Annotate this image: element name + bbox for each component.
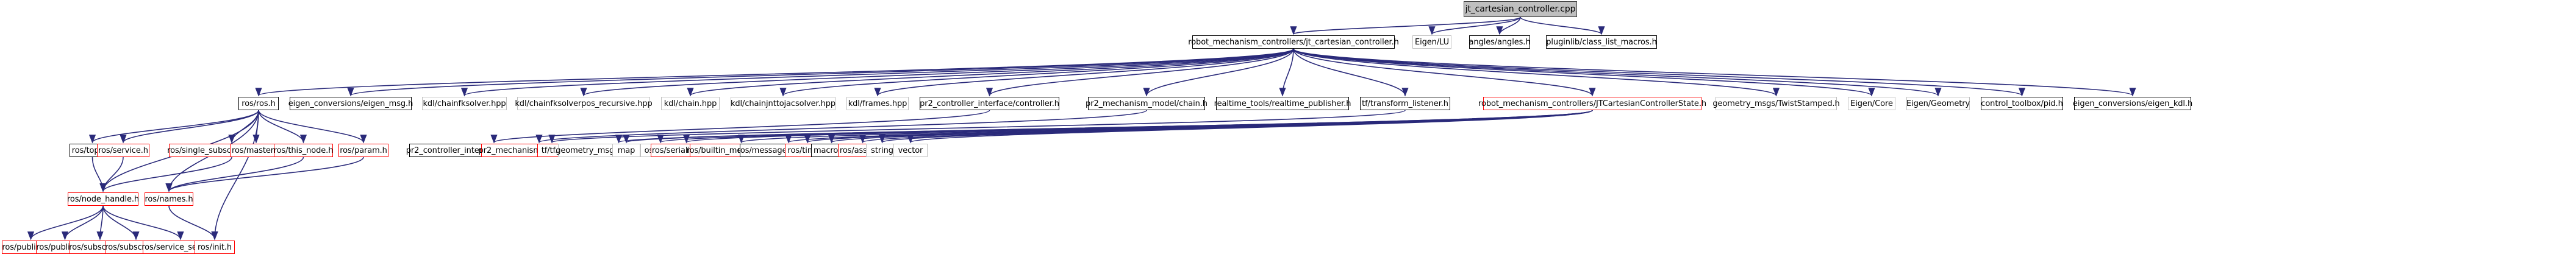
graph-edge <box>623 110 1593 144</box>
graph-node-eigen-conversions-eigen-kdl-h[interactable]: eigen_conversions/eigen_kdl.h <box>2073 97 2192 110</box>
graph-edge <box>252 110 260 144</box>
graph-edge <box>828 110 1593 144</box>
graph-edge <box>27 205 104 241</box>
graph-edge <box>258 110 307 144</box>
graph-node-kdl-chainfksolverpos-recursive-hpp[interactable]: kdl/chainfksolverpos_recursive.hpp <box>515 97 653 110</box>
graph-edge <box>738 110 1593 144</box>
graph-edge <box>99 156 124 192</box>
graph-node-vector[interactable]: vector <box>893 144 928 157</box>
graph-node-eigen-conversions-eigen-msg-h[interactable]: eigen_conversions/eigen_msg.h <box>288 97 413 110</box>
graph-node-tf-transform-listener-h[interactable]: tf/transform_listener.h <box>1360 97 1450 110</box>
graph-edge <box>348 48 1294 97</box>
graph-edge <box>859 110 1593 144</box>
graph-node-map[interactable]: map <box>612 144 640 157</box>
graph-node-ros-service-h[interactable]: ros/service.h <box>97 144 149 157</box>
graph-edge <box>687 48 1294 97</box>
graph-edge <box>683 110 1593 144</box>
graph-node-ros-master-h[interactable]: ros/master.h <box>230 144 282 157</box>
graph-edge <box>1293 48 2025 97</box>
graph-node-kdl-chainjnttojacsolver-hpp[interactable]: kdl/chainjnttojacsolver.hpp <box>731 97 835 110</box>
graph-edge <box>616 110 1593 144</box>
graph-node-eigen-geometry[interactable]: Eigen/Geometry <box>1906 97 1970 110</box>
graph-edge <box>99 156 232 192</box>
graph-edge <box>1496 16 1521 35</box>
graph-node-realtime-tools-realtime-publisher-h[interactable]: realtime_tools/realtime_publisher.h <box>1214 97 1351 110</box>
graph-node-pluginlib-class-list-macros-h[interactable]: pluginlib/class_list_macros.h <box>1546 35 1657 49</box>
graph-edge <box>536 110 1147 144</box>
graph-node-pr2-controller-interface-controller-h[interactable]: pr2_controller_interface/controller.h <box>920 97 1059 110</box>
graph-edge <box>1293 48 1780 97</box>
graph-node-robot-mechanism-controllers-jtcartesiancontrollerstate-h[interactable]: robot_mechanism_controllers/JTCartesianC… <box>1478 97 1706 110</box>
graph-edge <box>879 110 1593 144</box>
graph-node-eigen-core[interactable]: Eigen/Core <box>1848 97 1895 110</box>
graph-edge <box>907 110 1593 144</box>
graph-edge <box>874 48 1294 97</box>
graph-node-angles-angles-h[interactable]: angles/angles.h <box>1469 35 1531 49</box>
graph-edge <box>986 48 1294 97</box>
graph-edge <box>165 156 364 192</box>
graph-edge <box>580 48 1294 97</box>
graph-node-ros-param-h[interactable]: ros/param.h <box>338 144 388 157</box>
graph-edge <box>779 48 1294 97</box>
graph-edge <box>1290 16 1521 35</box>
graph-edge <box>1279 48 1294 97</box>
graph-edge <box>657 110 1593 144</box>
graph-edge <box>804 110 1593 144</box>
graph-node-ros-node-handle-h[interactable]: ros/node_handle.h <box>67 192 139 206</box>
graph-node-ros-names-h[interactable]: ros/names.h <box>145 192 193 206</box>
graph-edge <box>1293 48 1875 97</box>
graph-edge <box>96 205 104 241</box>
graph-edge <box>168 205 218 241</box>
graph-edge <box>490 110 990 144</box>
graph-node-string[interactable]: string <box>866 144 898 157</box>
graph-edge <box>1293 48 1409 97</box>
graph-edge <box>461 48 1294 97</box>
graph-edge <box>120 110 259 144</box>
graph-node-ros-init-h[interactable]: ros/init.h <box>195 241 235 254</box>
graph-edge <box>1293 48 2136 97</box>
graph-edge <box>211 110 259 241</box>
graph-edge <box>785 110 1593 144</box>
graph-node-jt-cartesian-controller-cpp[interactable]: jt_cartesian_controller.cpp <box>1464 1 1577 17</box>
graph-node-pr2-mechanism-model-chain-h[interactable]: pr2_mechanism_model/chain.h <box>1086 97 1208 110</box>
graph-node-control-toolbox-pid-h[interactable]: control_toolbox/pid.h <box>1981 97 2063 110</box>
graph-node-robot-mechanism-controllers-jt-cartesian-controller-h[interactable]: robot_mechanism_controllers/jt_cartesian… <box>1188 35 1399 49</box>
graph-node-eigen-lu[interactable]: Eigen/LU <box>1412 35 1451 49</box>
graph-node-ros-ros-h[interactable]: ros/ros.h <box>238 97 279 110</box>
graph-edge <box>256 48 1294 97</box>
graph-edge <box>1520 16 1605 35</box>
graph-edge <box>1293 48 1596 97</box>
graph-node-kdl-frames-hpp[interactable]: kdl/frames.hpp <box>846 97 909 110</box>
graph-node-kdl-chainfksolver-hpp[interactable]: kdl/chainfksolver.hpp <box>422 97 507 110</box>
graph-edge <box>258 110 367 144</box>
graph-node-kdl-chain-hpp[interactable]: kdl/chain.hpp <box>661 97 720 110</box>
graph-edge <box>89 110 259 144</box>
graph-edge <box>1143 48 1294 97</box>
graph-edge <box>1293 48 1942 97</box>
graph-edge <box>549 110 1406 144</box>
graph-edge <box>61 205 104 241</box>
graph-edge <box>102 205 184 241</box>
graph-edge <box>228 110 259 144</box>
graph-edge <box>1428 16 1521 35</box>
graph-node-ros-this-node-h[interactable]: ros/this_node.h <box>274 144 333 157</box>
graph-edge <box>165 156 304 192</box>
graph-edge <box>102 205 140 241</box>
graph-node-geometry-msgs-twiststamped-h[interactable]: geometry_msgs/TwistStamped.h <box>1712 97 1840 110</box>
graph-edge <box>91 156 107 192</box>
